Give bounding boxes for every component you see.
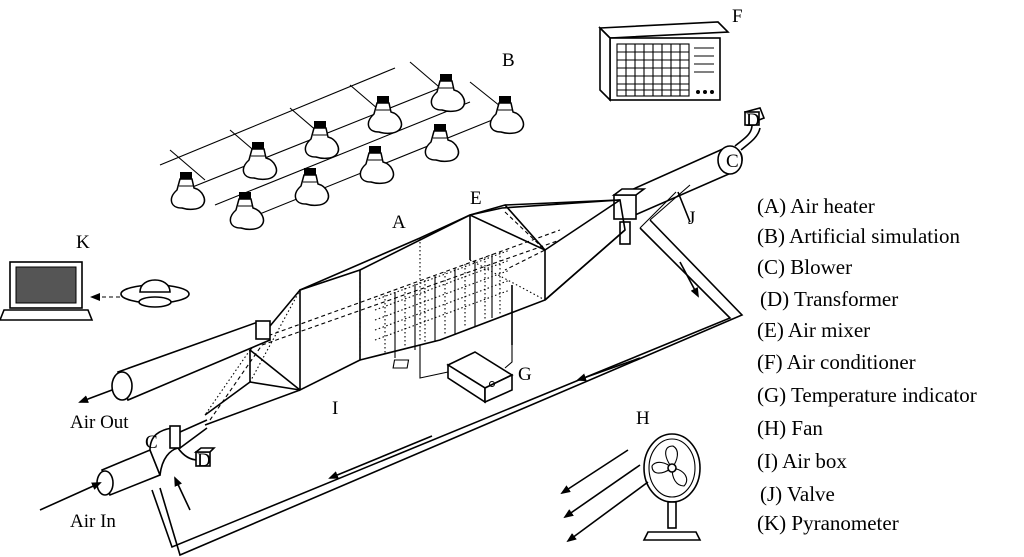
label-c-bottom: C: [145, 432, 158, 453]
legend-item: (A) Air heater: [757, 194, 875, 218]
lamp-array: [159, 61, 525, 231]
pyranometer: [90, 279, 190, 308]
label-d-top: D: [746, 110, 760, 131]
air-conditioner: [598, 21, 730, 102]
label-g: G: [518, 364, 532, 385]
temperature-indicator: [392, 345, 514, 404]
label-c-top: C: [726, 151, 739, 172]
legend-item: (B) Artificial simulation: [757, 224, 960, 248]
flow-arrows: [39, 261, 699, 543]
label-i: I: [332, 398, 338, 419]
outlet-pipe: [111, 320, 272, 402]
return-duct: [151, 184, 744, 557]
legend-item: (I) Air box: [757, 449, 847, 473]
legend-item: (D) Transformer: [760, 287, 898, 311]
fan: [642, 433, 702, 541]
label-a: A: [392, 212, 406, 233]
legend-item: (E) Air mixer: [757, 318, 870, 342]
air-out-label: Air Out: [70, 412, 129, 433]
legend-item: (F) Air conditioner: [757, 350, 916, 374]
label-e: E: [470, 188, 482, 209]
legend-item: (C) Blower: [757, 255, 852, 279]
legend-item: (H) Fan: [757, 416, 823, 440]
laptop: [0, 261, 94, 321]
legend: (A) Air heater (B) Artificial simulation…: [757, 194, 977, 535]
legend-item: (K) Pyranometer: [757, 511, 899, 535]
legend-item: (G) Temperature indicator: [757, 383, 977, 407]
label-d-bottom: D: [197, 450, 211, 471]
label-j: J: [688, 208, 695, 229]
heater-body: [204, 199, 626, 426]
label-f: F: [732, 6, 743, 27]
label-h: H: [636, 408, 650, 429]
legend-item: (J) Valve: [760, 482, 835, 506]
blower-top: [611, 107, 766, 245]
label-b: B: [502, 50, 515, 71]
air-in-label: Air In: [70, 511, 116, 532]
label-k: K: [76, 232, 90, 253]
